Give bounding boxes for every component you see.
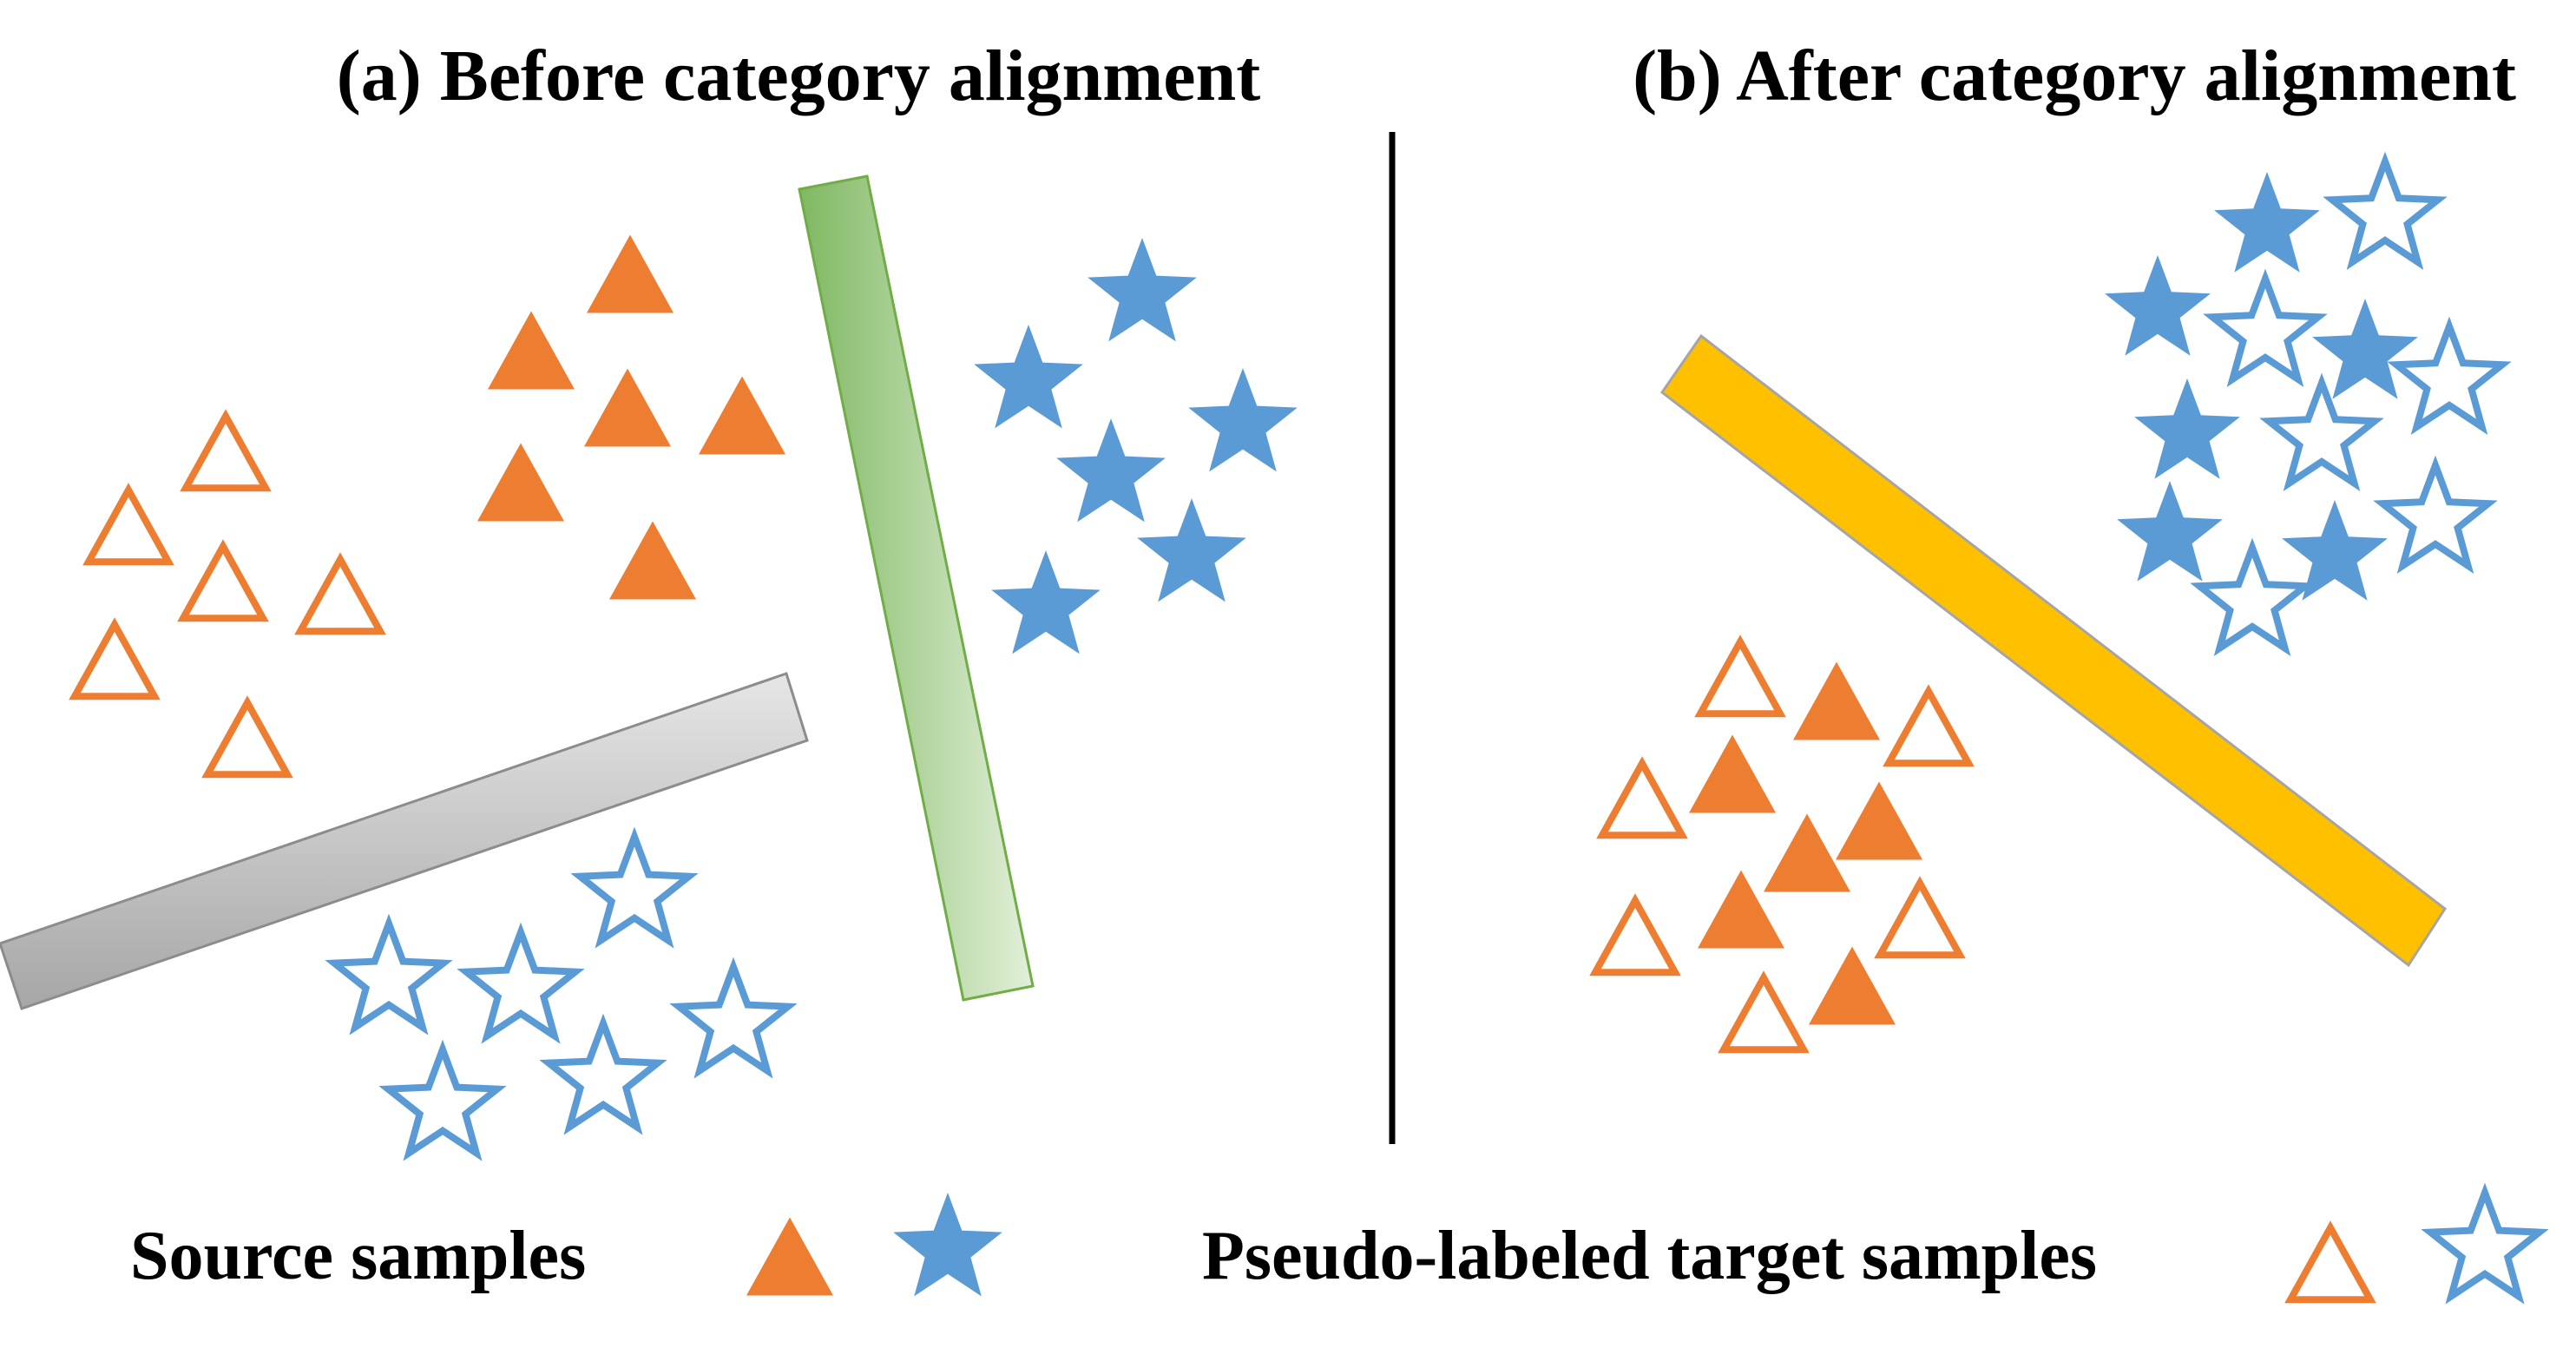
target-triangle (201, 695, 293, 779)
gray-classifier-bar (0, 672, 809, 1010)
source-star (2134, 378, 2240, 479)
source-star (2312, 299, 2418, 399)
target-triangle (1883, 684, 1975, 767)
panel-b-title: (b) After category alignment (1633, 36, 2516, 116)
target-triangle (180, 409, 272, 492)
target-star (457, 922, 585, 1044)
legend-target-triangle (2284, 1220, 2376, 1304)
target-triangle (1589, 893, 1681, 976)
source-star (2282, 500, 2388, 601)
source-star (2214, 172, 2320, 273)
green-classifier-bar (798, 174, 1035, 1002)
legend-source-label: Source samples (130, 1218, 586, 1294)
target-star (2373, 455, 2498, 575)
target-star (325, 913, 453, 1036)
target-star (669, 957, 798, 1079)
source-triangle (1764, 813, 1850, 892)
target-triangle (69, 617, 161, 700)
legend-markers (746, 1182, 2549, 1305)
target-triangle (1694, 635, 1786, 718)
target-triangle (1596, 756, 1688, 839)
source-triangle (587, 234, 674, 313)
source-triangle (1809, 946, 1896, 1025)
target-star (2203, 268, 2328, 388)
source-stars (974, 172, 2418, 654)
target-star (2190, 537, 2315, 657)
source-star (2105, 255, 2211, 356)
source-triangles (477, 234, 1922, 1025)
source-star (1056, 418, 1166, 523)
legend-source-star (893, 1193, 1002, 1297)
target-star (2323, 151, 2448, 271)
target-triangle (294, 552, 386, 635)
source-star (991, 550, 1101, 654)
source-triangle (1793, 661, 1880, 740)
source-triangle (477, 443, 564, 522)
source-triangle (1689, 734, 1776, 813)
legend-source-triangle (746, 1217, 833, 1296)
yellow-classifier-bar (1659, 333, 2448, 968)
source-triangle (1836, 781, 1922, 860)
source-triangle (609, 521, 696, 600)
source-star (2117, 481, 2223, 582)
target-triangle (82, 483, 174, 566)
panel-a-title: (a) Before category alignment (337, 36, 1260, 116)
target-triangle (177, 539, 269, 622)
target-stars (325, 151, 2512, 1161)
target-star (570, 826, 699, 949)
source-star (1088, 238, 1197, 342)
source-star (1188, 368, 1298, 472)
legend-target-star (2421, 1182, 2549, 1305)
legend-target-label: Pseudo-labeled target samples (1202, 1218, 2097, 1294)
source-triangle (584, 368, 671, 447)
target-star (539, 1013, 667, 1135)
target-star (2259, 372, 2384, 492)
target-triangles (69, 409, 1975, 1054)
source-triangle (699, 376, 785, 455)
target-star (378, 1039, 507, 1161)
source-triangle (488, 311, 575, 390)
target-triangle (1718, 970, 1810, 1054)
target-star (2387, 316, 2512, 436)
source-triangle (1698, 870, 1784, 949)
source-star (974, 325, 1083, 429)
target-triangle (1874, 876, 1966, 959)
source-star (1137, 498, 1246, 602)
